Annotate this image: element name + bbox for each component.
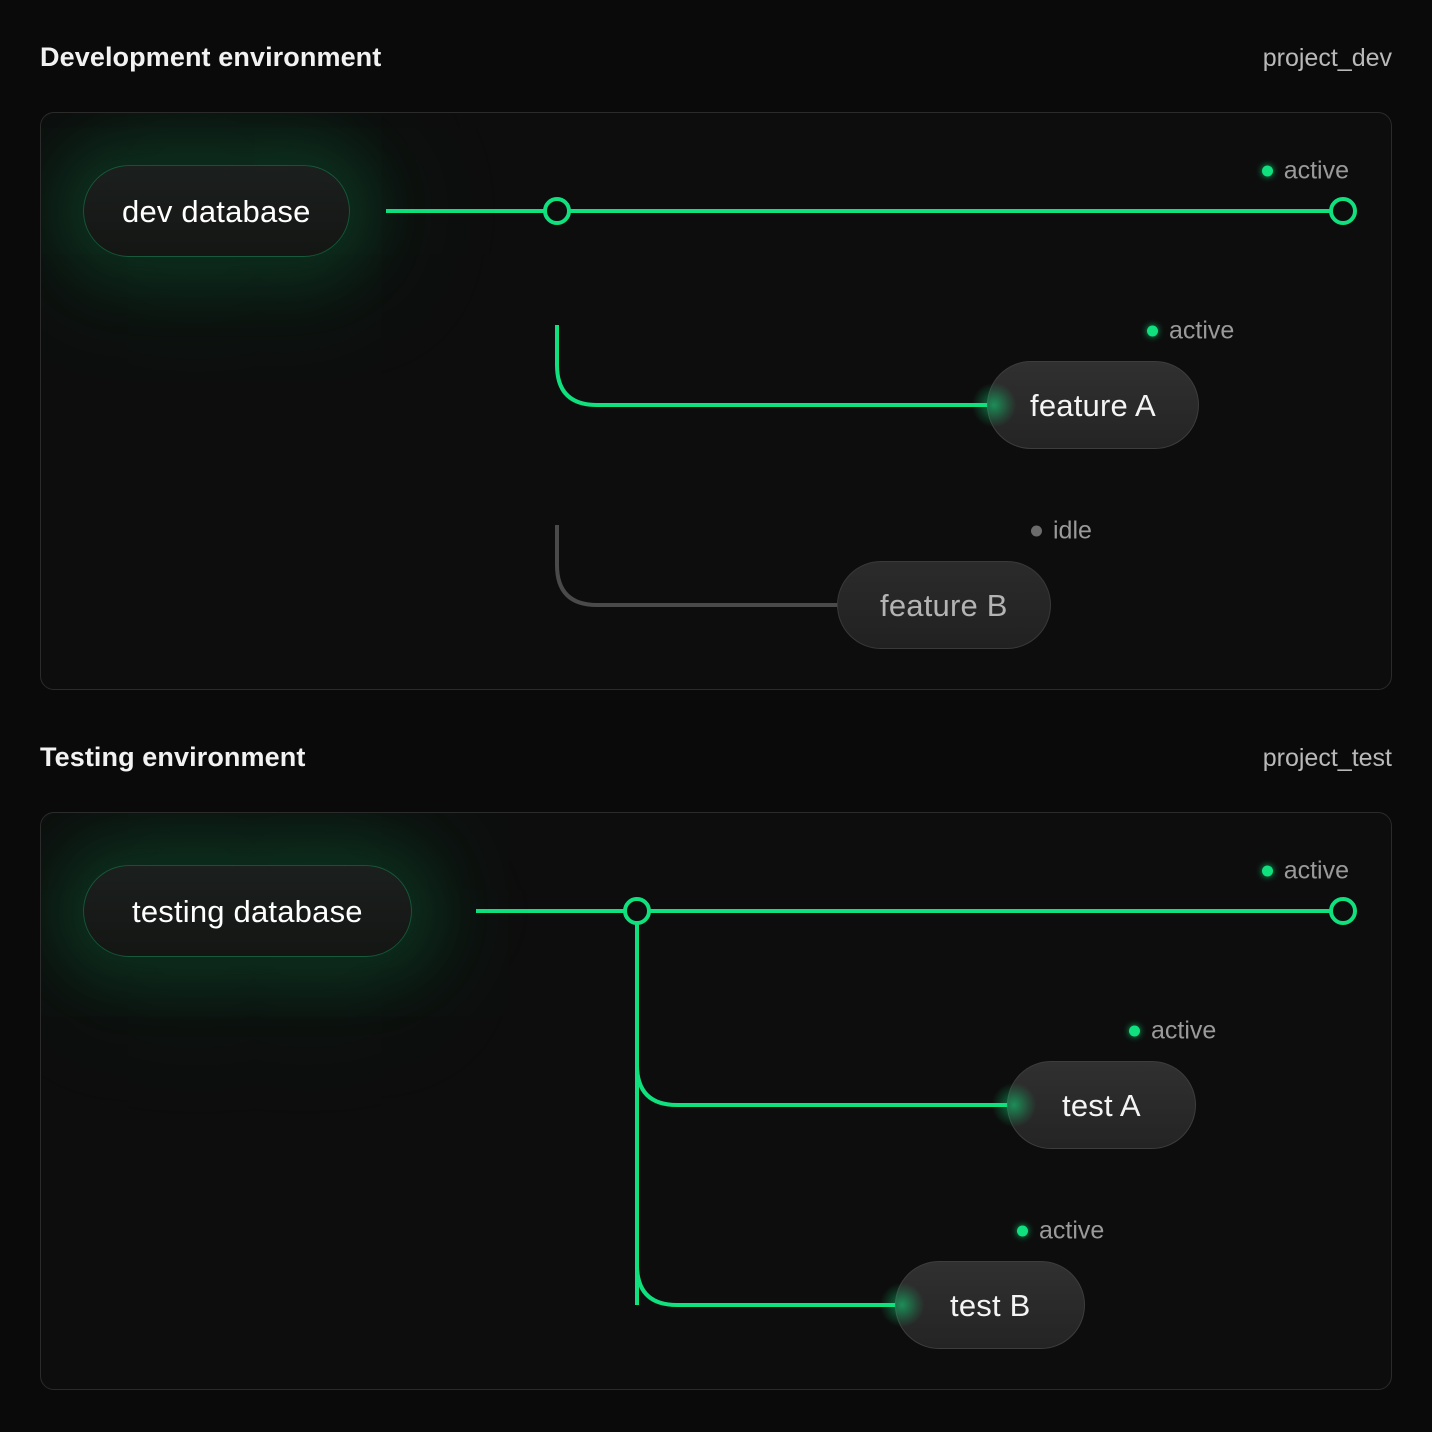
node-feature-a[interactable]: feature A (972, 361, 1199, 449)
node-feature-b[interactable]: feature B (837, 561, 1051, 649)
status-label: active (1283, 156, 1349, 185)
status-badge-feature-a: active (1147, 316, 1235, 345)
status-dot-icon (1261, 865, 1273, 877)
status-dot-icon (1129, 1025, 1140, 1037)
section-header-testing: Testing environment project_test (40, 742, 1392, 782)
status-badge-test-b: active (1017, 1216, 1105, 1245)
status-label: idle (1053, 516, 1092, 545)
node-dev-database[interactable]: dev database (83, 165, 350, 257)
node-label: test B (950, 1287, 1031, 1323)
status-badge-test-a: active (1129, 1016, 1217, 1045)
status-dot-icon (1147, 325, 1158, 337)
edge-branch-test-b (635, 1225, 897, 1307)
node-test-b[interactable]: test B (879, 1261, 1086, 1349)
node-label: feature B (880, 587, 1008, 623)
edge-branch-test-a (635, 1025, 1009, 1107)
node-testing-database[interactable]: testing database (83, 865, 412, 957)
project-tag-development: project_dev (1262, 44, 1392, 72)
status-dot-icon (1031, 525, 1042, 537)
project-tag-testing: project_test (1262, 744, 1392, 772)
status-badge-feature-b: idle (1031, 516, 1092, 545)
page-title-testing: Testing environment (40, 742, 306, 772)
section-header-development: Development environment project_dev (40, 42, 1392, 82)
status-label: active (1039, 1216, 1105, 1245)
environment-panel-testing: testing database active test A active te… (40, 812, 1392, 1390)
node-label: testing database (132, 893, 363, 929)
graph-canvas-testing (41, 813, 1391, 1389)
status-label: active (1283, 856, 1349, 885)
junction-node-icon (543, 197, 571, 225)
node-label: dev database (122, 193, 311, 229)
endpoint-node-icon (1329, 897, 1357, 925)
status-badge-trunk-testing: active (1261, 856, 1349, 885)
status-dot-icon (1261, 165, 1273, 177)
endpoint-node-icon (1329, 197, 1357, 225)
edge-branch-feature-b (555, 525, 841, 607)
junction-node-icon (623, 897, 651, 925)
status-label: active (1169, 316, 1235, 345)
environment-panel-development: dev database active feature A active fea… (40, 112, 1392, 690)
edge-branch-feature-a (555, 325, 989, 407)
node-label: feature A (1030, 387, 1156, 423)
status-badge-trunk-development: active (1261, 156, 1349, 185)
status-dot-icon (1017, 1225, 1028, 1237)
graph-canvas-development (41, 113, 1391, 689)
node-label: test A (1062, 1087, 1141, 1123)
page-title-development: Development environment (40, 42, 382, 72)
node-test-a[interactable]: test A (992, 1061, 1196, 1149)
status-label: active (1151, 1016, 1217, 1045)
